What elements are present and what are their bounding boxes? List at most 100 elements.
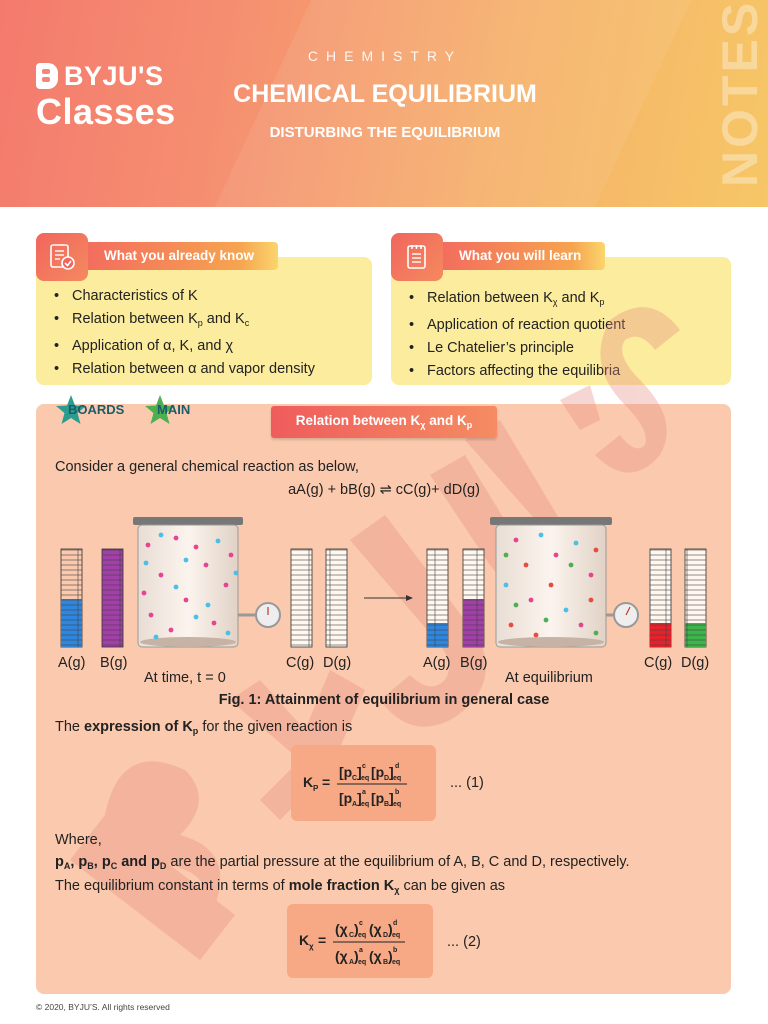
mole-fraction-text: The equilibrium constant in terms of mol…: [55, 878, 506, 895]
label-C-initial: C(g): [286, 655, 315, 671]
column-A-equilibrium: [426, 548, 449, 648]
svg-text:eq: eq: [361, 801, 369, 808]
reaction-equation: aA(g) + bB(g) ⇌ cC(g)+ dD(g): [288, 482, 480, 498]
svg-text:A: A: [349, 959, 354, 966]
already-know-list: Characteristics of K Relation between Kp…: [54, 285, 315, 381]
svg-text:K: K: [299, 932, 309, 948]
where-text: Where,: [55, 832, 102, 848]
svg-text:]: ]: [389, 764, 394, 780]
notes-list-icon: [391, 233, 443, 281]
list-item: Characteristics of K: [54, 285, 315, 308]
svg-text:a: a: [359, 947, 363, 954]
column-A-initial: [60, 548, 83, 648]
equilibrium-figure: [60, 517, 707, 648]
svg-text:): ): [354, 948, 359, 964]
main-label: MAIN: [157, 402, 191, 417]
svg-text:[p: [p: [371, 764, 384, 780]
column-D-initial: [325, 548, 348, 648]
svg-text:D: D: [384, 775, 389, 782]
label-A-equilibrium: A(g): [423, 655, 451, 671]
copyright-footer: © 2020, BYJU’S. All rights reserved: [36, 1002, 170, 1012]
star-icon: [56, 395, 86, 424]
column-B-equilibrium: [462, 548, 485, 648]
arrow-icon: [364, 595, 413, 601]
column-D-equilibrium: [684, 548, 707, 648]
svg-text:eq: eq: [393, 801, 401, 808]
svg-text:d: d: [395, 763, 399, 770]
page-header: BYJU'S Classes CHEMISTRY CHEMICAL EQUILI…: [0, 0, 768, 207]
svg-text:B: B: [384, 801, 389, 808]
list-item: Application of α, K, and χ: [54, 335, 315, 358]
label-D-equilibrium: D(g): [681, 655, 710, 671]
svg-text:]: ]: [389, 790, 394, 806]
intro-text: Consider a general chemical reaction as …: [55, 459, 359, 475]
expression-intro: The expression of Kp for the given react…: [55, 719, 353, 736]
label-B-equilibrium: B(g): [460, 655, 488, 671]
svg-text:eq: eq: [392, 932, 400, 939]
svg-text:d: d: [393, 920, 397, 927]
beaker-equilibrium: [490, 517, 639, 648]
svg-text:): ): [354, 921, 359, 937]
svg-text:(χ: (χ: [369, 921, 382, 937]
svg-text:C: C: [349, 932, 354, 939]
svg-text:eq: eq: [358, 959, 366, 966]
page-title: CHEMICAL EQUILIBRIUM: [233, 80, 537, 108]
list-item: Factors affecting the equilibria: [409, 360, 625, 383]
partial-pressure-text: pA, pB, pC and pD are the partial pressu…: [55, 854, 630, 871]
svg-text:=: =: [322, 774, 330, 790]
column-C-equilibrium: [649, 548, 672, 648]
main-badge: MAIN: [143, 392, 190, 428]
will-learn-heading: What you will learn: [443, 242, 606, 270]
svg-text:(χ: (χ: [335, 948, 348, 964]
svg-text:): ): [388, 921, 393, 937]
svg-text:=: =: [318, 932, 326, 948]
svg-text:c: c: [359, 920, 363, 927]
svg-text:P: P: [313, 784, 319, 793]
logo-classes: Classes: [36, 91, 176, 132]
svg-text:K: K: [303, 774, 313, 790]
column-B-initial: [101, 548, 124, 648]
beaker-initial: [133, 517, 281, 648]
page-subtitle: DISTURBING THE EQUILIBRIUM: [269, 124, 501, 141]
caption-equilibrium: At equilibrium: [505, 670, 593, 686]
already-know-box: What you already know Characteristics of…: [36, 233, 372, 385]
list-item: Relation between Kχ and Kp: [409, 287, 625, 314]
will-learn-box: What you will learn Relation between Kχ …: [391, 233, 731, 385]
list-item: Relation between Kp and Kc: [54, 308, 315, 335]
will-learn-list: Relation between Kχ and Kp Application o…: [409, 287, 625, 383]
label-A-initial: A(g): [58, 655, 86, 671]
svg-text:D: D: [383, 932, 388, 939]
already-know-heading: What you already know: [88, 242, 279, 270]
caption-initial: At time, t = 0: [144, 670, 226, 686]
checklist-icon: [36, 233, 88, 281]
svg-text:A: A: [352, 801, 357, 808]
list-item: Relation between α and vapor density: [54, 358, 315, 381]
svg-text:eq: eq: [358, 932, 366, 939]
svg-text:B: B: [383, 959, 388, 966]
logo-brand: BYJU'S: [64, 61, 164, 91]
svg-text:eq: eq: [393, 775, 401, 782]
list-item: Application of reaction quotient: [409, 314, 625, 337]
svg-text:χ: χ: [309, 942, 314, 951]
svg-text:(χ: (χ: [335, 921, 348, 937]
svg-text:b: b: [395, 789, 399, 796]
svg-text:eq: eq: [392, 959, 400, 966]
svg-text:]: ]: [357, 790, 362, 806]
svg-text:c: c: [362, 763, 366, 770]
boards-badge: BOARDS: [54, 392, 124, 428]
label-B-initial: B(g): [100, 655, 128, 671]
svg-text:[p: [p: [339, 764, 352, 780]
svg-text:[p: [p: [371, 790, 384, 806]
figure-caption: Fig. 1: Attainment of equilibrium in gen…: [218, 692, 550, 708]
list-item: Le Chatelier’s principle: [409, 337, 625, 360]
svg-text:b: b: [393, 947, 397, 954]
byjus-b-icon: [36, 63, 58, 89]
svg-text:): ): [388, 948, 393, 964]
label-C-equilibrium: C(g): [644, 655, 673, 671]
svg-text:a: a: [362, 789, 366, 796]
boards-label: BOARDS: [68, 402, 125, 417]
